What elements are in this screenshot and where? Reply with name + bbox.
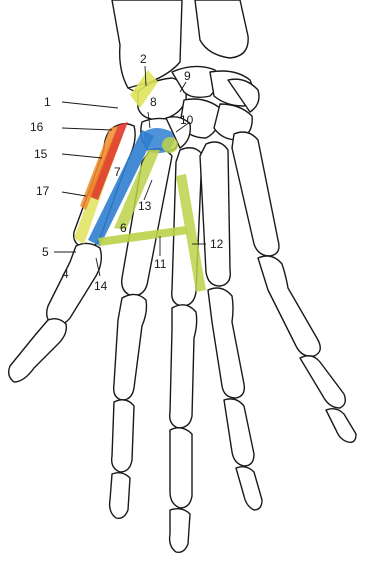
label-1: 1 (44, 95, 51, 109)
ligament-green-carpal (162, 137, 178, 153)
label-16: 16 (30, 120, 44, 134)
label-17: 17 (36, 184, 50, 198)
label-14: 14 (94, 279, 108, 293)
label-15: 15 (34, 147, 48, 161)
label-8: 8 (150, 95, 157, 109)
label-9: 9 (184, 69, 191, 83)
label-12: 12 (210, 237, 224, 251)
label-10: 10 (180, 113, 194, 127)
label-2: 2 (140, 52, 147, 66)
label-7: 7 (114, 165, 121, 179)
label-4: 4 (62, 267, 69, 281)
little-finger-bones (232, 132, 356, 442)
label-5: 5 (42, 245, 49, 259)
label-11: 11 (154, 257, 167, 271)
label-6: 6 (120, 221, 127, 235)
label-13: 13 (138, 199, 152, 213)
